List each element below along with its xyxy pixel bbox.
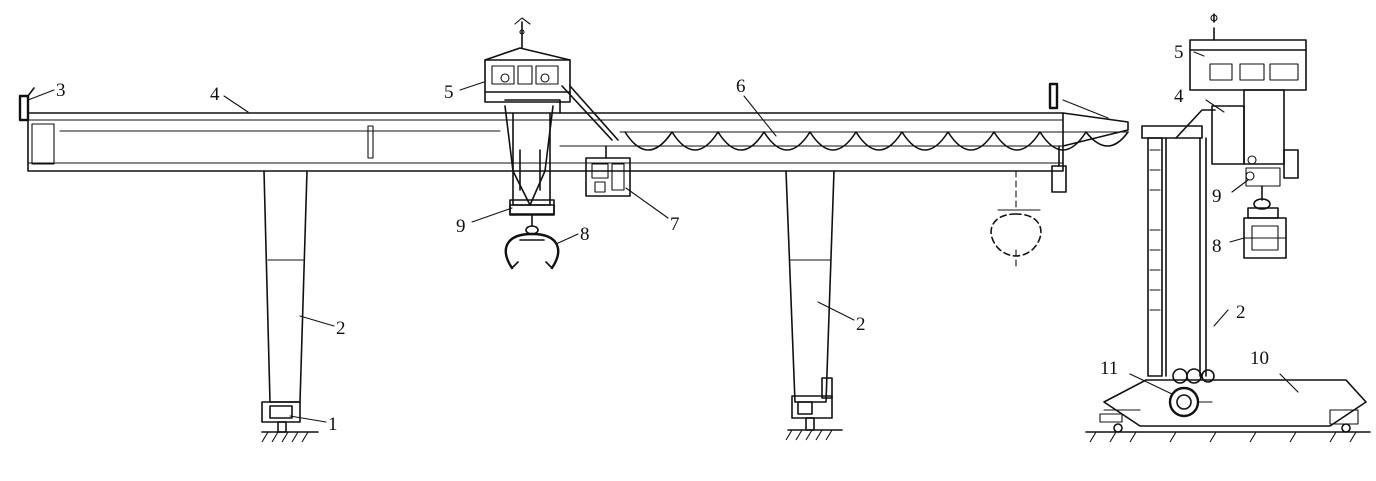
cable-festoon xyxy=(619,131,1129,151)
label-wheels: 11 xyxy=(1100,358,1118,379)
trolley xyxy=(585,145,631,197)
operator-cab xyxy=(484,17,571,103)
label-travel-mechanism: 1 xyxy=(328,414,338,435)
side-hoist xyxy=(1247,198,1279,219)
label-girder-side: 4 xyxy=(1174,86,1184,107)
side-trolley xyxy=(1211,89,1299,201)
label-hoist-front: 9 xyxy=(456,216,466,237)
grab-bucket xyxy=(504,232,560,270)
label-cab-side: 5 xyxy=(1174,42,1184,63)
main-girder xyxy=(27,99,1129,172)
side-grab xyxy=(1243,217,1287,259)
leader-lines xyxy=(27,51,1299,423)
side-leg xyxy=(1147,137,1207,377)
left-leg xyxy=(263,170,308,403)
label-cab-front: 5 xyxy=(444,82,454,103)
alternate-hook-position xyxy=(990,145,1067,269)
rotating-hoist xyxy=(509,204,555,235)
trolley-frame xyxy=(504,85,619,215)
side-travel-beam xyxy=(1085,379,1371,443)
label-leg-right: 2 xyxy=(856,314,866,335)
label-trolley: 7 xyxy=(670,214,680,235)
side-cab xyxy=(1189,13,1307,91)
left-travel-mechanism xyxy=(261,401,319,443)
side-girder xyxy=(1141,109,1216,139)
side-wheels xyxy=(1168,368,1215,418)
end-stop-right xyxy=(1048,82,1059,110)
label-leg-side: 2 xyxy=(1236,302,1246,323)
label-travel-beam: 10 xyxy=(1250,348,1269,369)
label-girder-front: 4 xyxy=(210,84,220,105)
label-leg-left: 2 xyxy=(336,318,346,339)
right-leg xyxy=(785,170,835,403)
label-end-stop: 3 xyxy=(56,80,66,101)
right-travel-mechanism xyxy=(785,377,843,441)
label-grab-side: 8 xyxy=(1212,236,1222,257)
label-hoist-side: 9 xyxy=(1212,186,1222,207)
label-grab-front: 8 xyxy=(580,224,590,245)
label-cable-festoon: 6 xyxy=(736,76,746,97)
end-stop xyxy=(18,87,35,122)
